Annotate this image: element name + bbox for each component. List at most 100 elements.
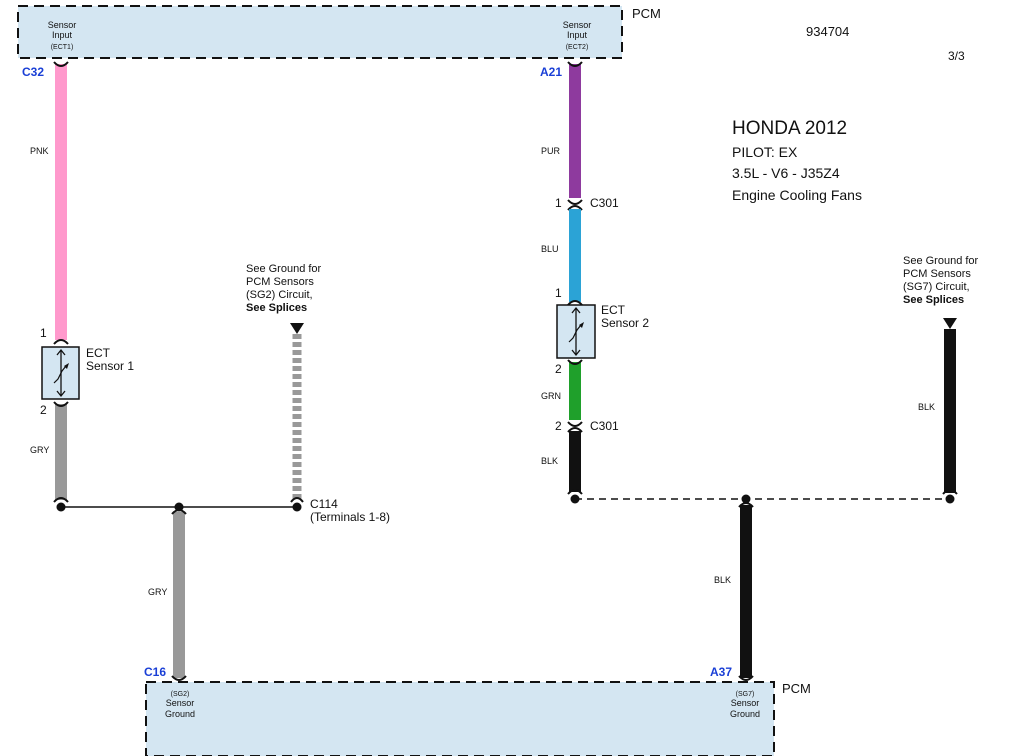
pcm-top-label: PCM xyxy=(632,6,661,21)
doc-model: PILOT: EX xyxy=(732,144,798,160)
terminal-blk-right-bottom xyxy=(942,489,958,495)
terminal-c301-top-a xyxy=(567,199,583,205)
ect1-label-line2: Sensor 1 xyxy=(86,359,134,373)
terminal-c301-bottom-b xyxy=(567,427,583,433)
ect2-pin2: 2 xyxy=(555,362,562,376)
svg-text:(ECT2): (ECT2) xyxy=(566,44,589,51)
ect2-pin1: 1 xyxy=(555,286,562,300)
svg-text:Sensor: Sensor xyxy=(48,20,77,30)
splice-dot-2 xyxy=(174,502,184,512)
wire-label-grn: GRN xyxy=(541,391,561,401)
connector-a21: A21 xyxy=(540,65,562,79)
wire-label-pnk: PNK xyxy=(30,146,49,156)
ect-sensor-1 xyxy=(41,346,80,400)
svg-text:Sensor: Sensor xyxy=(166,698,195,708)
svg-text:Sensor: Sensor xyxy=(563,20,592,30)
terminal-ect2-bottom xyxy=(567,359,583,365)
note-sg7: See Ground for PCM Sensors (SG7) Circuit… xyxy=(903,255,979,306)
terminal-c32-top xyxy=(53,61,69,67)
c301-pin2: 2 xyxy=(555,419,562,433)
terminal-c16 xyxy=(171,675,187,681)
wire-gry-lower xyxy=(173,512,185,678)
connector-c301-top: C301 xyxy=(590,196,619,210)
wire-blu xyxy=(569,209,581,302)
splice-dot-1 xyxy=(56,502,66,512)
note-sg2: See Ground for PCM Sensors (SG2) Circuit… xyxy=(246,263,322,314)
terminal-blk-short-bottom xyxy=(567,489,583,495)
terminal-blk-lower-top xyxy=(738,502,754,508)
svg-text:See Ground for: See Ground for xyxy=(246,263,322,275)
pcm-top-pin1-label: Sensor Input (ECT1) xyxy=(48,20,77,51)
connector-c114-sub: (Terminals 1-8) xyxy=(310,510,390,524)
svg-text:Input: Input xyxy=(567,30,588,40)
connector-a37: A37 xyxy=(710,665,732,679)
ect1-pin1: 1 xyxy=(40,326,47,340)
connector-c16: C16 xyxy=(144,665,166,679)
wire-blk-right xyxy=(944,329,956,493)
pcm-bottom-pin2-label: (SG7) Sensor Ground xyxy=(730,691,760,719)
connector-c301-bottom: C301 xyxy=(590,419,619,433)
svg-text:Ground: Ground xyxy=(165,709,195,719)
svg-text:(SG2): (SG2) xyxy=(171,691,190,698)
doc-engine: 3.5L - V6 - J35Z4 xyxy=(732,165,840,181)
doc-page: 3/3 xyxy=(948,49,965,63)
svg-text:(SG7) Circuit,: (SG7) Circuit, xyxy=(903,281,970,293)
svg-text:See Splices: See Splices xyxy=(246,302,307,314)
pcm-top-pin2-label: Sensor Input (ECT2) xyxy=(563,20,592,51)
pcm-top-box xyxy=(17,5,623,59)
svg-text:See Ground for: See Ground for xyxy=(903,255,979,267)
splice-dot-4 xyxy=(570,494,580,504)
svg-text:PCM Sensors: PCM Sensors xyxy=(246,276,314,288)
svg-text:See Splices: See Splices xyxy=(903,294,964,306)
terminal-gry-lower-top xyxy=(171,509,187,515)
wire-label-blk-lower: BLK xyxy=(714,575,731,585)
splice-dot-6 xyxy=(945,494,955,504)
wire-grn xyxy=(569,362,581,420)
pcm-bottom-pin1-label: (SG2) Sensor Ground xyxy=(165,691,195,719)
wire-label-blk-right: BLK xyxy=(918,402,935,412)
pcm-bottom-label: PCM xyxy=(782,681,811,696)
pcm-bottom-box xyxy=(145,681,775,756)
doc-number: 934704 xyxy=(806,24,849,39)
terminal-a37 xyxy=(738,675,754,681)
terminal-ect2-top xyxy=(567,300,583,306)
svg-text:PCM Sensors: PCM Sensors xyxy=(903,268,971,280)
ect1-pin2: 2 xyxy=(40,403,47,417)
splice-dot-3 xyxy=(292,502,302,512)
ect1-label-line1: ECT xyxy=(86,346,111,360)
c301-pin1: 1 xyxy=(555,196,562,210)
splice-dot-5 xyxy=(741,494,751,504)
terminal-ect1-top xyxy=(53,339,69,345)
svg-text:Sensor: Sensor xyxy=(731,698,760,708)
ground-arrow-sg2 xyxy=(290,323,304,334)
doc-make-year: HONDA 2012 xyxy=(732,118,847,139)
terminal-a21-top xyxy=(567,61,583,67)
wire-label-blk-short: BLK xyxy=(541,456,558,466)
terminal-c301-top-b xyxy=(567,205,583,211)
connector-c32: C32 xyxy=(22,65,44,79)
ect2-label-line2: Sensor 2 xyxy=(601,316,649,330)
svg-text:Input: Input xyxy=(52,30,73,40)
wire-label-gry-lower: GRY xyxy=(148,587,167,597)
ect-sensor-2 xyxy=(556,304,596,359)
wire-pur xyxy=(569,64,581,198)
ground-arrow-sg7 xyxy=(943,318,957,329)
svg-text:Ground: Ground xyxy=(730,709,760,719)
terminal-gry-bottom xyxy=(53,497,69,503)
svg-text:(SG7): (SG7) xyxy=(736,691,755,698)
wire-pnk xyxy=(55,64,67,340)
doc-system: Engine Cooling Fans xyxy=(732,187,862,203)
terminal-c301-bottom-a xyxy=(567,421,583,427)
terminal-c114 xyxy=(290,497,304,503)
wire-gry-upper xyxy=(55,404,67,500)
wire-label-gry-upper: GRY xyxy=(30,445,49,455)
ect2-label-line1: ECT xyxy=(601,303,626,317)
wire-blk-short xyxy=(569,431,581,492)
connector-c114: C114 xyxy=(310,497,338,511)
svg-text:(ECT1): (ECT1) xyxy=(51,44,74,51)
svg-text:(SG2) Circuit,: (SG2) Circuit, xyxy=(246,289,313,301)
wire-blk-lower xyxy=(740,505,752,678)
terminal-ect1-bottom xyxy=(53,401,69,407)
wire-label-pur: PUR xyxy=(541,146,561,156)
